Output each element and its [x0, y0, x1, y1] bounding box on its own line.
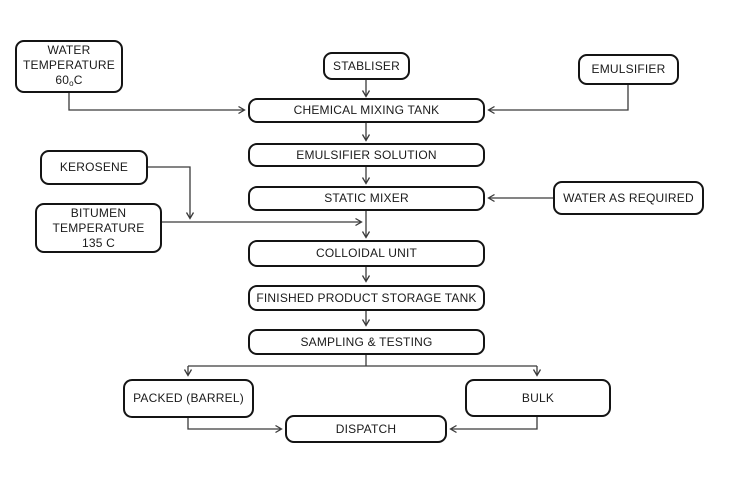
node-label: BULK — [521, 390, 555, 405]
water-temp-number: 60 — [55, 72, 70, 87]
node-label: STABLISER — [333, 58, 400, 73]
node-label: WATER AS REQUIRED — [563, 190, 694, 205]
node-water-temperature: WATER TEMPERATURE 60oC — [15, 40, 123, 93]
node-colloidal-unit: COLLOIDAL UNIT — [248, 240, 485, 267]
node-label: SAMPLING & TESTING — [300, 334, 433, 349]
node-label: PACKED (BARREL) — [133, 391, 244, 405]
connector-water-temp-to-mixing-tank — [68, 93, 246, 115]
node-label-line: BITUMEN — [70, 205, 127, 220]
node-finished-product-storage-tank: FINISHED PRODUCT STORAGE TANK — [248, 285, 485, 311]
node-static-mixer: STATIC MIXER — [248, 186, 485, 211]
node-stabliser: STABLISER — [323, 52, 410, 80]
node-dispatch: DISPATCH — [285, 415, 447, 443]
node-water-as-required: WATER AS REQUIRED — [553, 181, 704, 215]
water-temp-value: 60oC — [23, 73, 115, 91]
node-chemical-mixing-tank: CHEMICAL MIXING TANK — [248, 98, 485, 123]
node-label-line: TEMPERATURE — [23, 57, 115, 72]
node-label-line: 135 C — [81, 235, 115, 250]
node-label: COLLOIDAL UNIT — [315, 246, 418, 260]
node-label: CHEMICAL MIXING TANK — [293, 103, 440, 117]
node-label-line: TEMPERATURE — [52, 220, 145, 235]
node-label: EMULSIFIER — [591, 62, 666, 76]
node-label: STATIC MIXER — [324, 191, 409, 205]
node-bitumen-temperature: BITUMEN TEMPERATURE 135 C — [35, 203, 162, 253]
node-label-line: WATER — [47, 42, 91, 57]
node-bulk: BULK — [465, 379, 611, 417]
connector-bulk-to-dispatch — [449, 417, 538, 434]
node-kerosene: KEROSENE — [40, 150, 148, 185]
node-packed-barrel: PACKED (BARREL) — [123, 379, 254, 418]
water-temp-unit: C — [73, 72, 83, 87]
connector-kerosene-to-bitumen-line — [148, 166, 195, 220]
node-sampling-testing: SAMPLING & TESTING — [248, 329, 485, 355]
node-label: FINISHED PRODUCT STORAGE TANK — [256, 290, 477, 305]
connector-emulsifier-to-mixing-tank — [487, 85, 629, 115]
node-emulsifier-solution: EMULSIFIER SOLUTION — [248, 143, 485, 167]
water-temp-degree-sub: o — [69, 78, 74, 88]
connector-packed-to-dispatch — [187, 418, 283, 434]
node-label: DISPATCH — [335, 421, 397, 436]
node-emulsifier: EMULSIFIER — [578, 54, 679, 85]
node-label: KEROSENE — [59, 160, 129, 174]
node-label: EMULSIFIER SOLUTION — [296, 147, 437, 162]
